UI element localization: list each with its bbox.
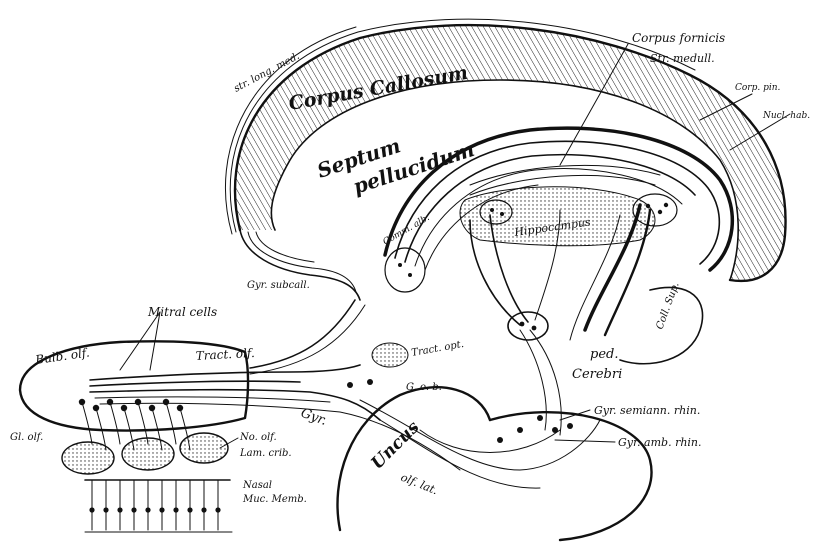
commissure-nucleus (385, 248, 425, 292)
label-gyr-amb-rhin: Gyr. amb. rhin. (618, 436, 702, 449)
mitral-dendrite (82, 402, 92, 444)
label-corp-pin: Corp. pin. (735, 83, 781, 93)
mitral-dendrite (166, 402, 176, 444)
label-gob: G. o. b. (406, 382, 442, 393)
label-gyr-semiann-rhin: Gyr. semiann. rhin. (594, 404, 700, 417)
optic-tract (372, 343, 408, 367)
label-comm-alb: Comm. alb. (382, 213, 432, 248)
label-muc-memb: Muc. Memb. (242, 494, 307, 505)
label-gyr-subcall: Gyr. subcall. (247, 280, 310, 291)
label-uncus: Uncus (367, 417, 423, 473)
label-tract-opt: Tract. opt. (411, 339, 465, 359)
label-mitral-cells: Mitral cells (147, 305, 217, 319)
label-gyr: Gyr. (299, 406, 329, 429)
olfactory-glomeruli (62, 433, 228, 474)
label-ped: ped. (590, 347, 618, 362)
label-corpus-fornicis: Corpus fornicis (632, 31, 725, 45)
label-nucl-hab: Nucl. hab. (762, 111, 810, 121)
mitral-dendrite (110, 402, 120, 444)
label-no-olf: No. olf. (239, 432, 277, 443)
nasal-mucosa (85, 480, 232, 532)
label-gl-olf: Gl. olf. (10, 432, 43, 443)
label-nasal: Nasal (242, 480, 272, 491)
label-bulb-olf: Bulb. olf. (33, 346, 90, 368)
label-lam-crib: Lam. crib. (239, 448, 292, 459)
mammillary-body (508, 312, 548, 340)
label-olf-lat: olf. lat. (399, 471, 440, 498)
label-str-medull: Str. medull. (650, 52, 715, 65)
label-cerebri: Cerebri (572, 367, 622, 382)
